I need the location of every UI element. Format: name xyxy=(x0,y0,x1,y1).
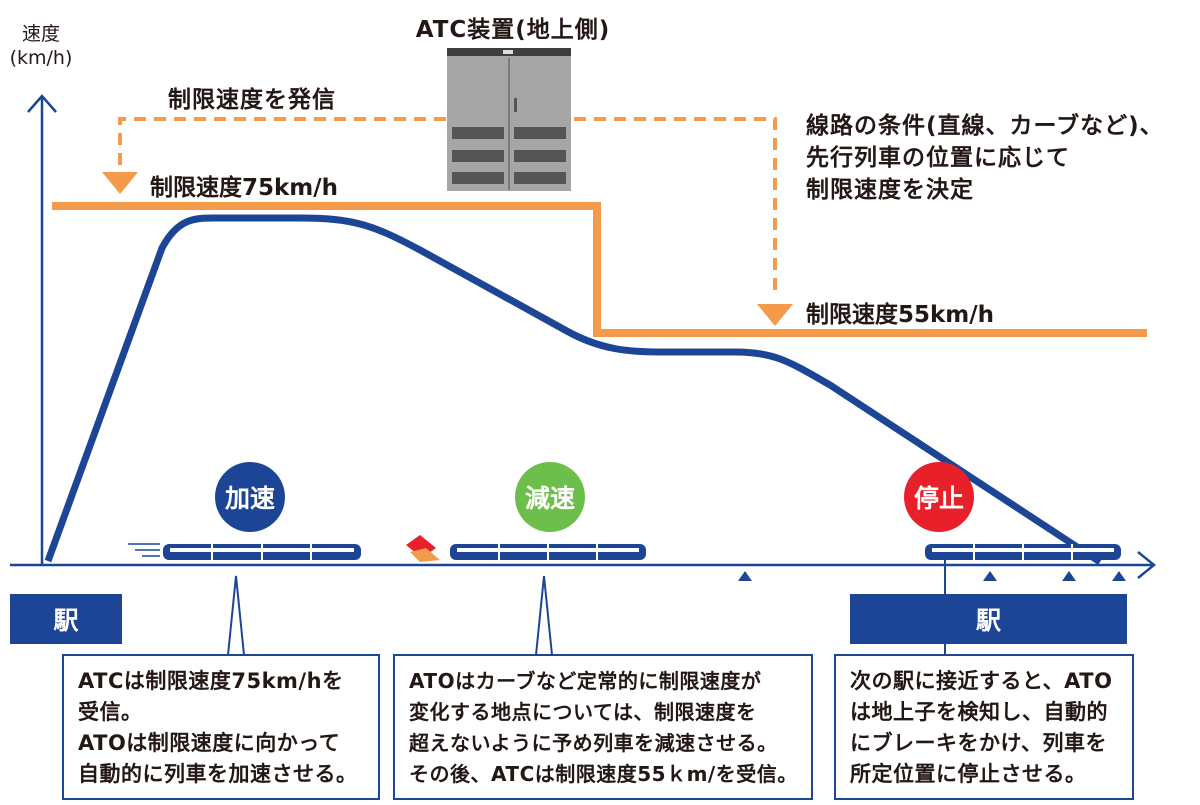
decision-note: 線路の条件(直線、カーブなど)、 先行列車の位置に応じて 制限速度を決定 xyxy=(806,110,1164,206)
accel-explanation-line: ATCは制限速度75km/hを xyxy=(78,669,344,693)
stop-explanation-line: にブレーキをかけ、列車を xyxy=(850,731,1107,755)
y-axis-arrow xyxy=(27,94,57,113)
decel-explanation-line: その後、ATCは制限速度55ｋm/を受信。 xyxy=(409,762,798,786)
decel-explanation-box: ATOはカーブなど定常的に制限速度が 変化する地点については、制限速度を 超えな… xyxy=(393,654,813,800)
decision-note-line: 先行列車の位置に応じて xyxy=(806,145,1070,171)
decel-explanation-line: ATOはカーブなど定常的に制限速度が xyxy=(409,669,762,693)
train-accel-icon xyxy=(128,543,361,560)
stop-phase-badge: 停止 xyxy=(904,462,974,532)
transponder-marker xyxy=(738,571,752,581)
transponder-marker xyxy=(1062,571,1076,581)
station-right: 駅 xyxy=(850,594,1127,644)
signal-dashed-line xyxy=(118,117,777,295)
signal-arrow-left xyxy=(102,172,138,194)
callout-pointer-decel xyxy=(535,575,553,656)
accel-phase-badge: 加速 xyxy=(215,462,285,532)
y-axis-label-unit: (km/h) xyxy=(9,47,73,69)
decel-explanation-line: 変化する地点については、制限速度を xyxy=(409,700,757,724)
speed-limit-75-label: 制限速度75km/h xyxy=(150,175,339,201)
decision-note-line: 線路の条件(直線、カーブなど)、 xyxy=(806,113,1164,139)
transmit-label: 制限速度を発信 xyxy=(168,87,336,113)
y-axis-label-title: 速度 xyxy=(21,23,60,45)
accel-explanation-box: ATCは制限速度75km/hを 受信。 ATOは制限速度に向かって 自動的に列車… xyxy=(62,654,380,800)
transponder-marker xyxy=(1112,571,1126,581)
stop-explanation-line: は地上子を検知し、自動的 xyxy=(850,700,1108,724)
speed-limit-55-label: 制限速度55km/h xyxy=(806,302,995,328)
x-axis-arrow xyxy=(1137,551,1156,579)
decel-explanation-line: 超えないように予め列車を減速させる。 xyxy=(409,731,778,755)
y-axis-label: 速度 (km/h) xyxy=(6,22,76,70)
decel-phase-badge: 減速 xyxy=(515,462,585,532)
stop-explanation-line: 所定位置に停止させる。 xyxy=(850,762,1087,786)
transponder-marker xyxy=(983,571,997,581)
train-stop-icon xyxy=(925,544,1121,560)
station-left: 駅 xyxy=(10,594,122,644)
speed-limit-line xyxy=(52,202,1147,337)
speed-curve xyxy=(44,214,1102,565)
signal-arrow-right xyxy=(757,304,793,326)
stop-explanation-box: 次の駅に接近すると、ATO は地上子を検知し、自動的 にブレーキをかけ、列車を … xyxy=(834,654,1134,800)
atc-cabinet-icon xyxy=(447,48,571,191)
decision-note-line: 制限速度を決定 xyxy=(806,177,974,203)
atc-equipment-title: ATC装置(地上側) xyxy=(415,17,611,43)
accel-explanation-line: 受信。 xyxy=(78,700,143,724)
accel-explanation-line: ATOは制限速度に向かって xyxy=(78,731,341,755)
train-decel-icon xyxy=(406,535,646,562)
accel-explanation-line: 自動的に列車を加速させる。 xyxy=(78,762,358,786)
callout-pointer-accel xyxy=(227,575,245,656)
stop-explanation-line: 次の駅に接近すると、ATO xyxy=(850,669,1113,693)
